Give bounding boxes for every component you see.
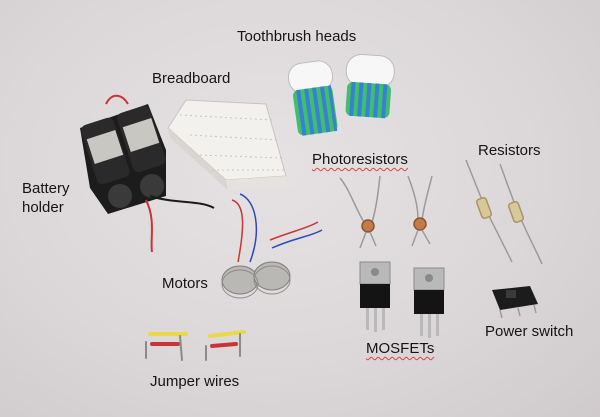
toothbrush-heads-image xyxy=(287,53,395,136)
resistors-image xyxy=(465,159,543,265)
mosfets-label: MOSFETs xyxy=(366,340,435,357)
breadboard-label: Breadboard xyxy=(152,70,231,87)
motors-label: Motors xyxy=(162,275,208,292)
mosfets-image xyxy=(359,261,445,338)
battery-holder-image xyxy=(80,94,215,253)
breadboard-image xyxy=(167,99,288,190)
battery-holder-label-line1: Battery xyxy=(22,180,70,197)
power-switch-label: Power switch xyxy=(485,323,574,340)
power-switch-image xyxy=(492,286,538,319)
toothbrush-heads-label: Toothbrush heads xyxy=(237,28,357,45)
photoresistors-image xyxy=(339,175,433,249)
jumper-wires-label: Jumper wires xyxy=(150,373,240,390)
jumper-wires-image xyxy=(145,330,246,361)
battery-holder-label-line2: holder xyxy=(22,199,64,216)
photoresistors-label: Photoresistors xyxy=(312,151,408,168)
resistors-label: Resistors xyxy=(478,142,541,159)
motors-image xyxy=(221,193,323,299)
